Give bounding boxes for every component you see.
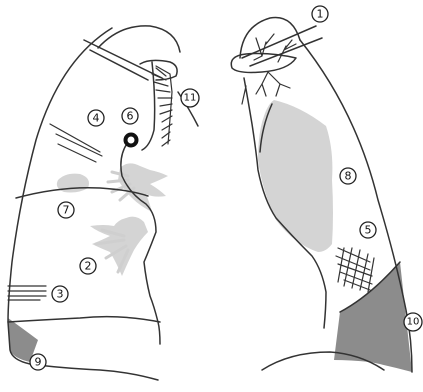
marker-2-label: 2 (85, 260, 92, 273)
marker-11-label: 11 (184, 93, 197, 104)
right-lung-lateral-outline (8, 28, 158, 380)
marker-5-label: 5 (365, 224, 372, 237)
marker-5: 5 (360, 222, 376, 238)
nodule-ring (126, 135, 137, 146)
marker-7: 7 (58, 202, 74, 218)
left-lung (231, 17, 412, 372)
pleural-line-2 (56, 134, 102, 156)
left-lung-apex-cap (240, 17, 300, 58)
right-clavicle-upper (84, 40, 162, 78)
marker-8: 8 (340, 168, 356, 184)
marker-1-label: 1 (317, 8, 324, 21)
marker-9: 9 (30, 354, 46, 370)
marker-3: 3 (52, 286, 68, 302)
marker-11: 11 (181, 89, 199, 107)
right-clavicle-lower (90, 50, 148, 80)
marker-6: 6 (122, 108, 138, 124)
right-mediastinal-border (142, 62, 155, 150)
marker-10-label: 10 (407, 317, 420, 328)
marker-3-label: 3 (57, 288, 64, 301)
left-first-rib (231, 54, 296, 73)
marker-8-label: 8 (345, 170, 352, 183)
reticular-crosshatch (336, 248, 374, 292)
marker-2: 2 (80, 258, 96, 274)
right-lung (8, 26, 198, 380)
perihilar-shading-upper (118, 163, 168, 212)
consolidation-patch (258, 100, 333, 252)
marker-6-label: 6 (127, 110, 134, 123)
marker-1: 1 (312, 6, 328, 22)
marker-4-label: 4 (93, 112, 100, 125)
right-diaphragm (8, 317, 160, 322)
marker-9-label: 9 (35, 356, 42, 369)
marker-7-label: 7 (63, 204, 70, 217)
pleural-line-1 (50, 124, 100, 152)
marker-4: 4 (88, 110, 104, 126)
apical-vessels (242, 34, 296, 104)
marker-10: 10 (404, 313, 422, 331)
